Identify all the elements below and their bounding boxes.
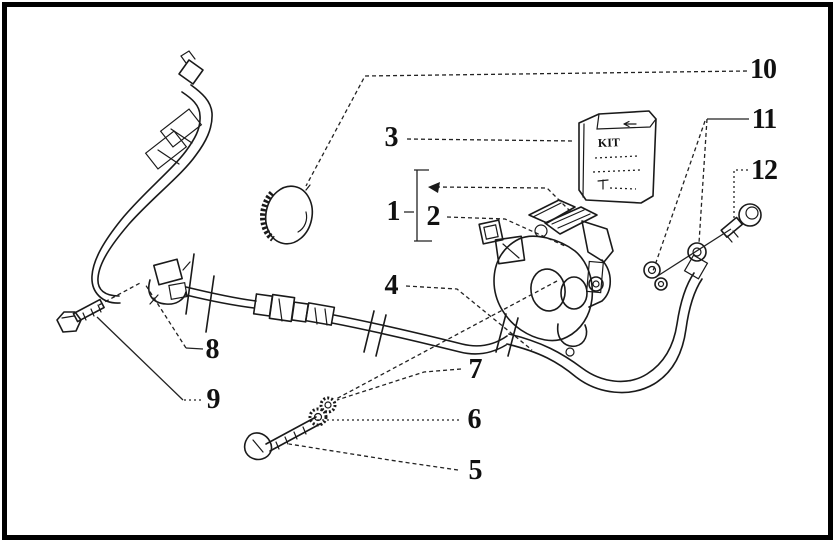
pivot-bolt: [57, 300, 104, 332]
brake-pad: [495, 236, 524, 263]
brake-pad: [479, 220, 503, 244]
callout-label-7: 7: [468, 354, 483, 385]
callout-label-9: 9: [206, 384, 221, 415]
leader-lines: [97, 71, 749, 470]
washer: [644, 262, 660, 278]
bracket-1: [404, 170, 432, 241]
adjuster-nut: [321, 398, 335, 412]
cable-end-assembly: [245, 398, 335, 459]
callout-label-11: 11: [751, 104, 777, 135]
callout-label-3: 3: [384, 122, 399, 153]
leader-7: [337, 369, 461, 400]
callout-label-12: 12: [751, 155, 778, 186]
kit-label: KIT: [598, 135, 620, 150]
transmission-cable: [186, 287, 507, 356]
kit-arrow-icon: [624, 122, 636, 127]
leader-2: [447, 217, 565, 246]
cable-adjuster-fittings: [254, 294, 335, 325]
leader-10: [306, 71, 747, 186]
hose-clamp-ring: [260, 182, 317, 248]
callout-label-6: 6: [467, 404, 482, 435]
leader-12: [734, 170, 748, 219]
adjuster-nut: [310, 409, 326, 425]
rear-hose-loop: [496, 273, 702, 392]
callout-label-1: 1: [386, 196, 401, 227]
piston: [561, 277, 587, 309]
kit-box: KIT: [579, 111, 656, 203]
bolt-axis-line: [656, 229, 731, 277]
brake-hose: [92, 51, 212, 303]
leader-1-upper: [436, 187, 571, 212]
callout-label-10: 10: [750, 54, 777, 85]
leader-4: [406, 286, 532, 350]
caliper-assembly: [479, 200, 613, 356]
callout-label-8: 8: [205, 334, 220, 365]
banjo-fitting: [644, 243, 707, 290]
cable-bracket: [149, 254, 214, 332]
leader-arrowhead: [428, 182, 440, 193]
banjo-bolt: [656, 204, 761, 277]
callout-label-2: 2: [426, 201, 441, 232]
caliper-body: [494, 236, 592, 340]
piston: [528, 267, 568, 313]
callout-label-4: 4: [384, 270, 399, 301]
break-marks-left: [186, 254, 214, 332]
washer: [655, 278, 667, 290]
leader-8: [186, 348, 203, 349]
callout-label-5: 5: [468, 455, 483, 486]
leader-5: [289, 444, 458, 470]
break-marks-right: [496, 314, 518, 356]
hose-sleeve-bands: [146, 109, 202, 169]
hose-top-fitting: [179, 60, 203, 84]
leader-3: [407, 139, 575, 141]
break-marks-mid: [364, 311, 386, 356]
